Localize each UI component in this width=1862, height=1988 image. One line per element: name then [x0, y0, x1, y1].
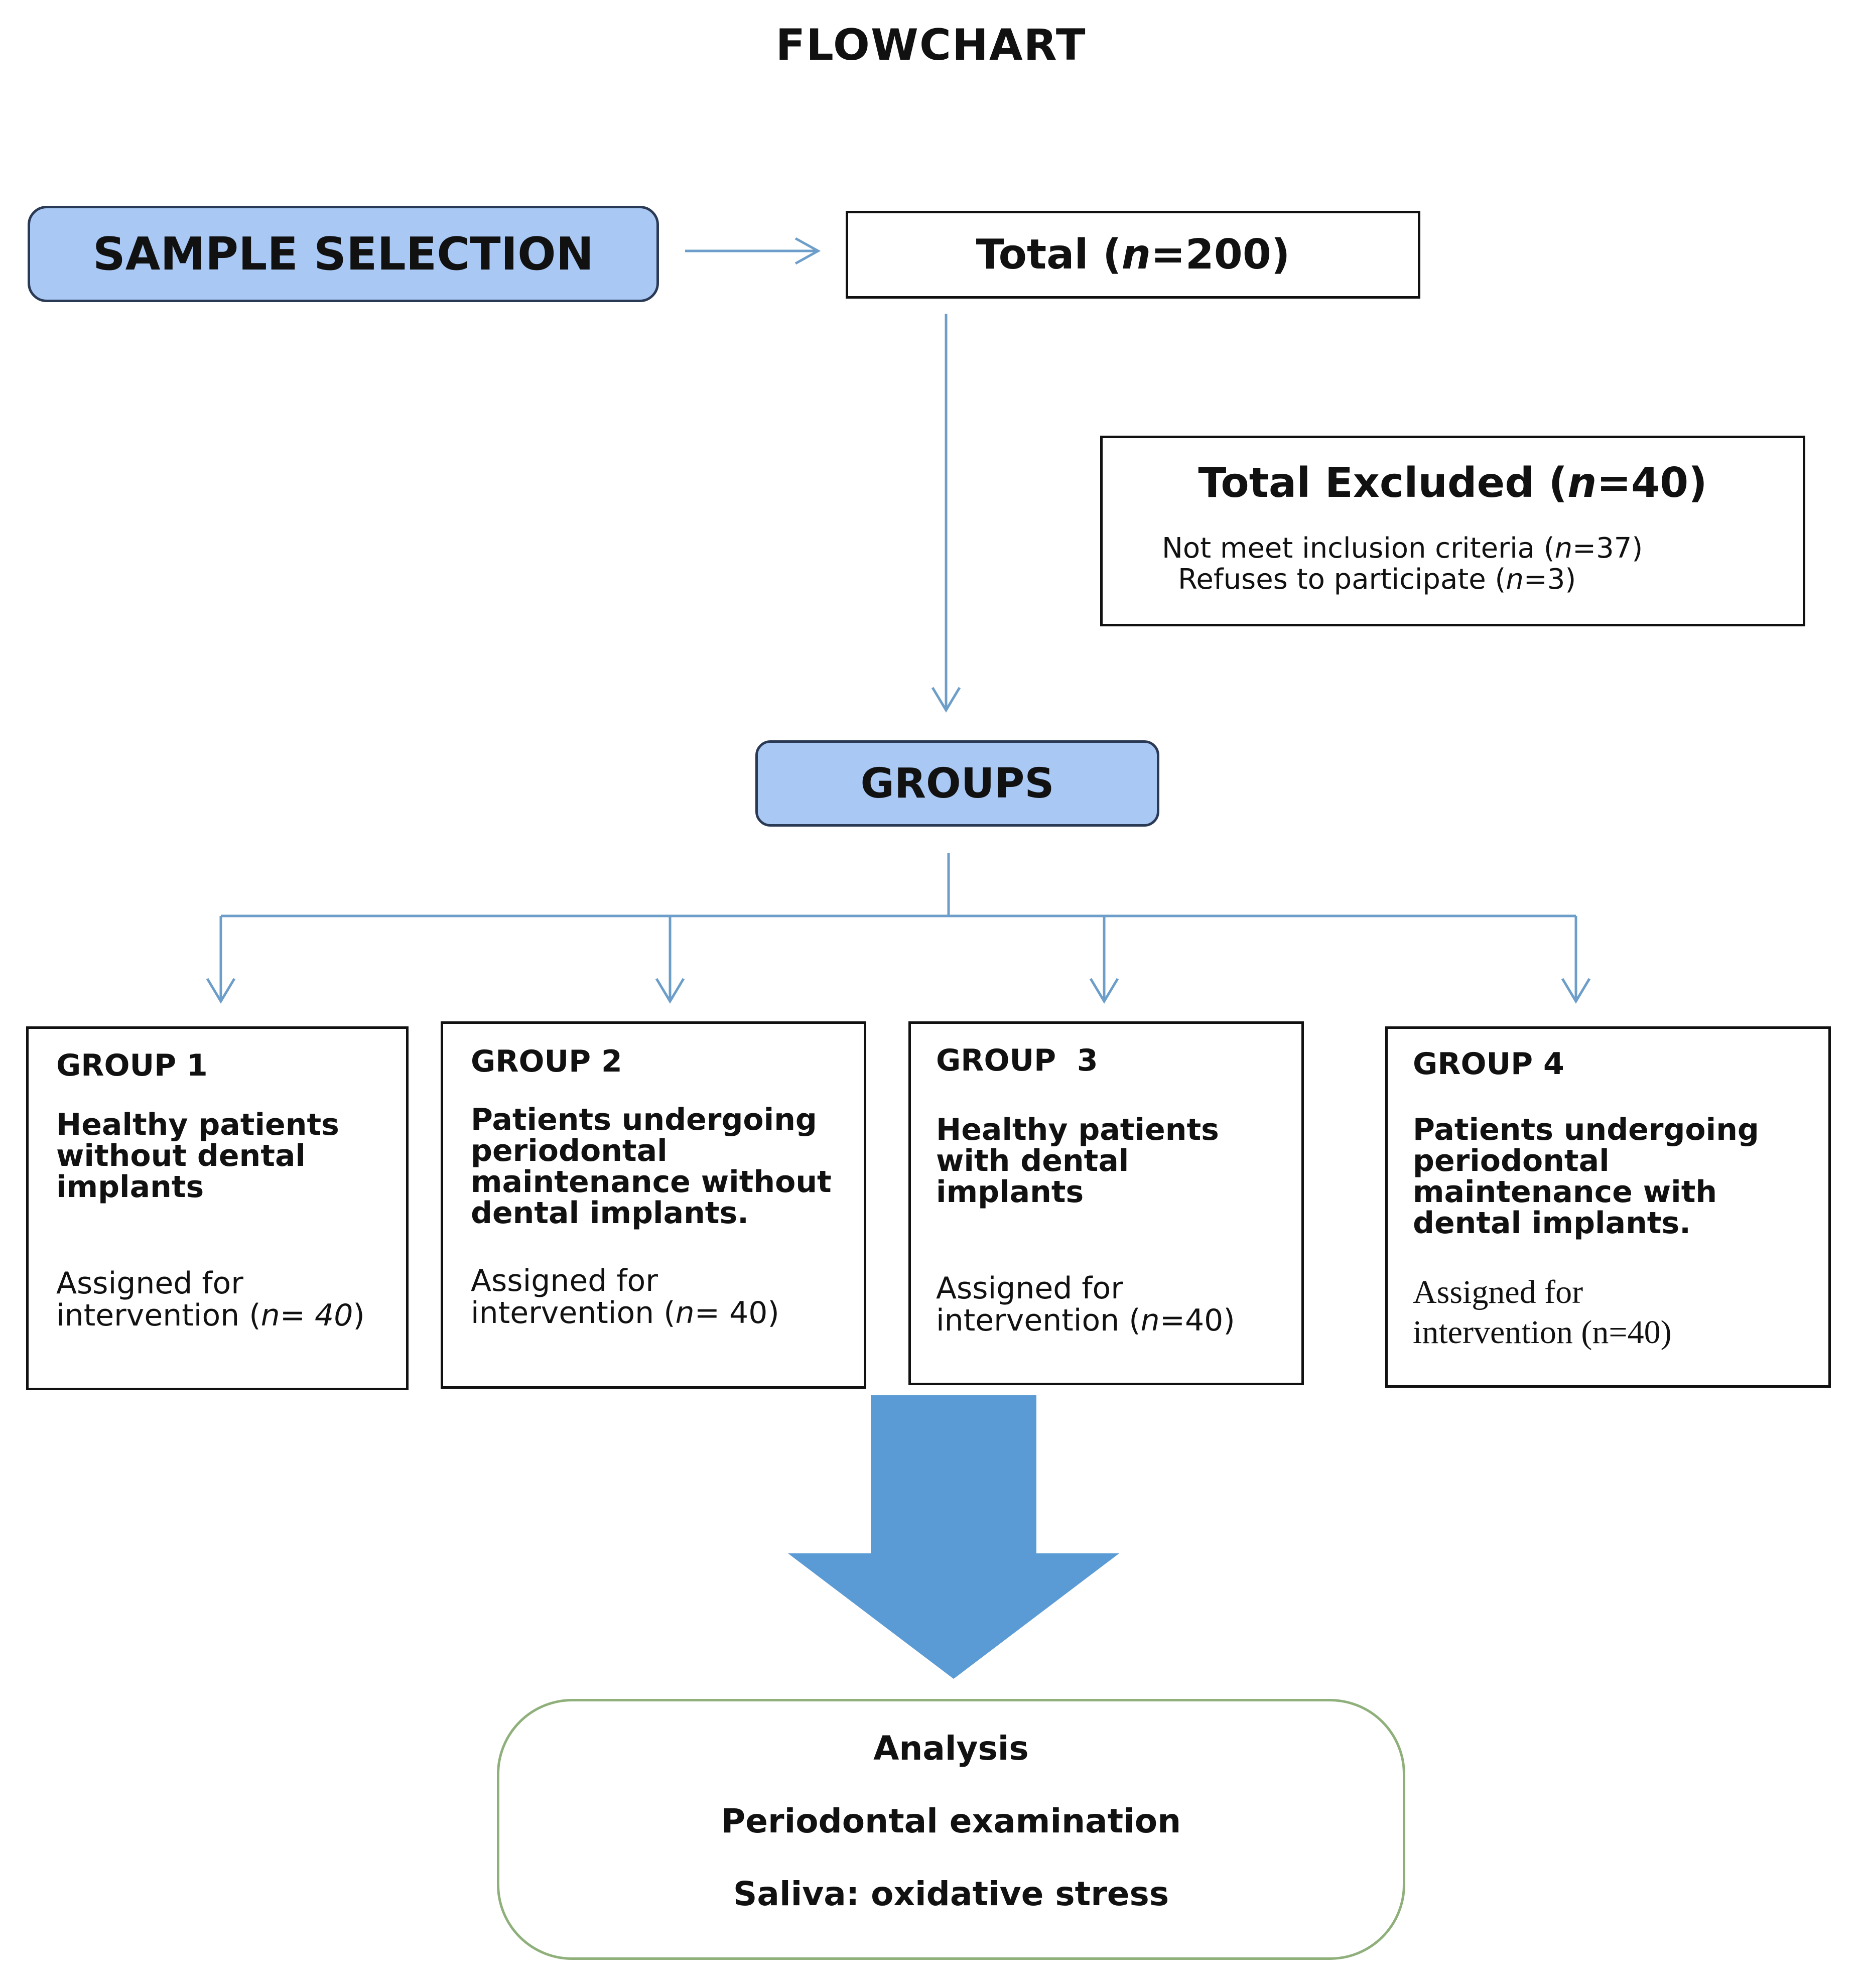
group-2-description: Patients undergoing periodontal maintena… [471, 1102, 832, 1231]
group-4-box: GROUP 4 Patients undergoing periodontal … [1385, 1026, 1831, 1388]
group-2-assignment: Assigned for intervention (n= 40) [471, 1263, 779, 1331]
group-2-title: GROUP 2 [471, 1044, 622, 1079]
group-3-box: GROUP 3 Healthy patients with dental imp… [908, 1021, 1304, 1385]
group-1-title: GROUP 1 [56, 1048, 208, 1083]
total-box: Total (n=200) [846, 211, 1420, 299]
analysis-item-saliva: Saliva: oxidative stress [733, 1875, 1169, 1913]
group-1-assignment: Assigned for intervention (n= 40) [56, 1266, 365, 1333]
groups-label: GROUPS [860, 759, 1054, 808]
analysis-item-periodontal: Periodontal examination [721, 1802, 1181, 1840]
group-4-assignment: Assigned for intervention (n=40) [1413, 1274, 1672, 1351]
big-down-arrow [788, 1395, 1119, 1679]
branch-1-head [206, 978, 236, 1004]
total-label: Total (n=200) [976, 231, 1290, 279]
branch-4-head [1561, 978, 1591, 1004]
sample-selection-box: SAMPLE SELECTION [28, 206, 659, 302]
page-title: FLOWCHART [775, 20, 1087, 70]
arrow-total-to-groups-head [931, 687, 961, 713]
group-4-description: Patients undergoing periodontal maintena… [1413, 1112, 1759, 1241]
group-1-box: GROUP 1 Healthy patients without dental … [26, 1026, 409, 1390]
excluded-title: Total Excluded (n=40) [1198, 459, 1707, 507]
group-2-box: GROUP 2 Patients undergoing periodontal … [441, 1021, 866, 1389]
group-3-title: GROUP 3 [936, 1043, 1098, 1078]
groups-box: GROUPS [755, 740, 1159, 827]
group-4-title: GROUP 4 [1413, 1046, 1564, 1082]
excluded-box: Total Excluded (n=40) Not meet inclusion… [1100, 436, 1805, 626]
excluded-reason-2: Refuses to participate (n=3) [1178, 563, 1576, 596]
branch-3-head [1089, 978, 1119, 1004]
group-1-description: Healthy patients without dental implants [56, 1107, 339, 1205]
analysis-box: Analysis Periodontal examination Saliva:… [497, 1699, 1405, 1960]
analysis-heading: Analysis [873, 1729, 1029, 1768]
branch-2-head [655, 978, 685, 1004]
excluded-reason-1: Not meet inclusion criteria (n=37) [1162, 532, 1643, 565]
arrow-sample-to-total-head [794, 237, 821, 265]
group-3-description: Healthy patients with dental implants [936, 1112, 1219, 1210]
sample-selection-label: SAMPLE SELECTION [92, 227, 594, 281]
group-3-assignment: Assigned for intervention (n=40) [936, 1271, 1235, 1338]
